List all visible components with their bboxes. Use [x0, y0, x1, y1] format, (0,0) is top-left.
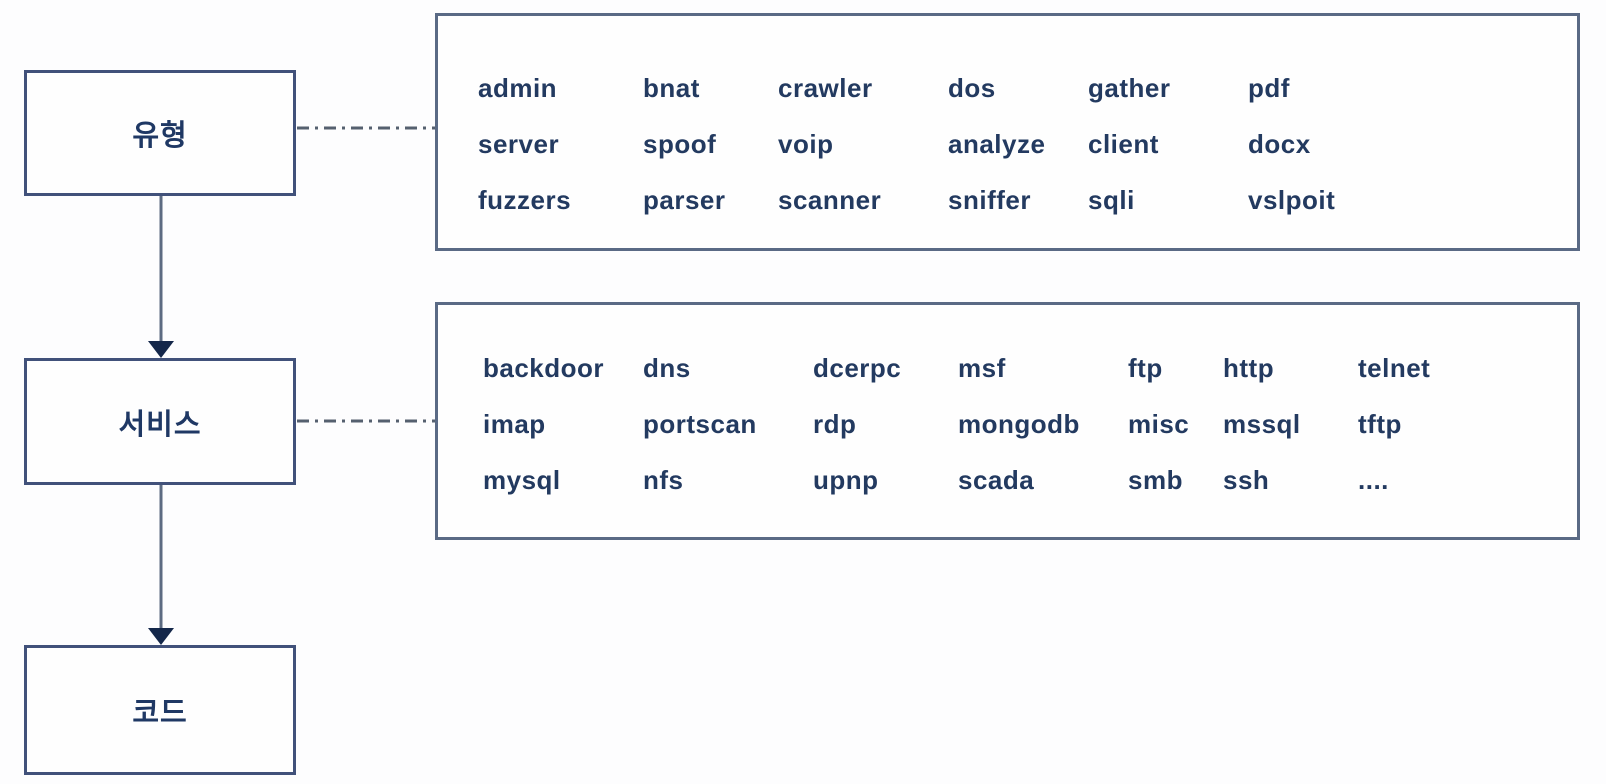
service-term: .... — [1358, 464, 1389, 495]
flow-node-code: 코드 — [24, 645, 296, 775]
service-term: imap — [483, 408, 546, 439]
type-categories-grid: admin bnat crawler dos gather pdf server… — [438, 16, 1577, 228]
type-term: sqli — [1088, 184, 1135, 215]
service-term: portscan — [643, 408, 757, 439]
flow-node-code-label: 코드 — [132, 697, 188, 729]
flow-node-service-label: 서비스 — [118, 408, 202, 441]
flow-node-type: 유형 — [24, 70, 296, 196]
service-term: ssh — [1223, 464, 1270, 495]
type-term: docx — [1248, 128, 1311, 159]
service-term: ftp — [1128, 352, 1163, 383]
service-term: misc — [1128, 408, 1190, 439]
service-term: mysql — [483, 464, 561, 495]
service-term: dcerpc — [813, 352, 902, 383]
service-term: upnp — [813, 464, 879, 495]
arrow-service-to-code — [148, 485, 174, 645]
service-term: dns — [643, 352, 691, 383]
flow-node-type-label: 유형 — [132, 120, 188, 152]
type-term: dos — [948, 72, 996, 103]
service-term: smb — [1128, 464, 1183, 495]
service-term: telnet — [1358, 352, 1431, 383]
type-term: sniffer — [948, 184, 1031, 215]
service-term: tftp — [1358, 408, 1402, 439]
type-term: admin — [478, 72, 558, 103]
type-term: spoof — [643, 128, 717, 159]
type-term: gather — [1088, 72, 1171, 103]
type-term: server — [478, 128, 560, 159]
type-term: vslpoit — [1248, 184, 1336, 215]
type-term: fuzzers — [478, 184, 572, 215]
flow-node-service: 서비스 — [24, 358, 296, 485]
service-term: msf — [958, 352, 1006, 383]
type-term: scanner — [778, 184, 882, 215]
type-term: bnat — [643, 72, 700, 103]
type-term: crawler — [778, 72, 873, 103]
type-term: voip — [778, 128, 834, 159]
type-term: parser — [643, 184, 726, 215]
service-term: rdp — [813, 408, 857, 439]
service-categories-grid: backdoor dns dcerpc msf ftp http telnet … — [438, 305, 1577, 508]
service-term: http — [1223, 352, 1275, 383]
type-term: client — [1088, 128, 1159, 159]
type-term: pdf — [1248, 72, 1290, 103]
type-term: analyze — [948, 128, 1046, 159]
arrow-type-to-service — [148, 196, 174, 358]
service-term: backdoor — [483, 352, 605, 383]
service-term: mongodb — [958, 408, 1080, 439]
service-categories-panel: backdoor dns dcerpc msf ftp http telnet … — [435, 302, 1580, 540]
service-term: scada — [958, 464, 1035, 495]
service-term: mssql — [1223, 408, 1301, 439]
service-term: nfs — [643, 464, 684, 495]
type-categories-panel: admin bnat crawler dos gather pdf server… — [435, 13, 1580, 251]
